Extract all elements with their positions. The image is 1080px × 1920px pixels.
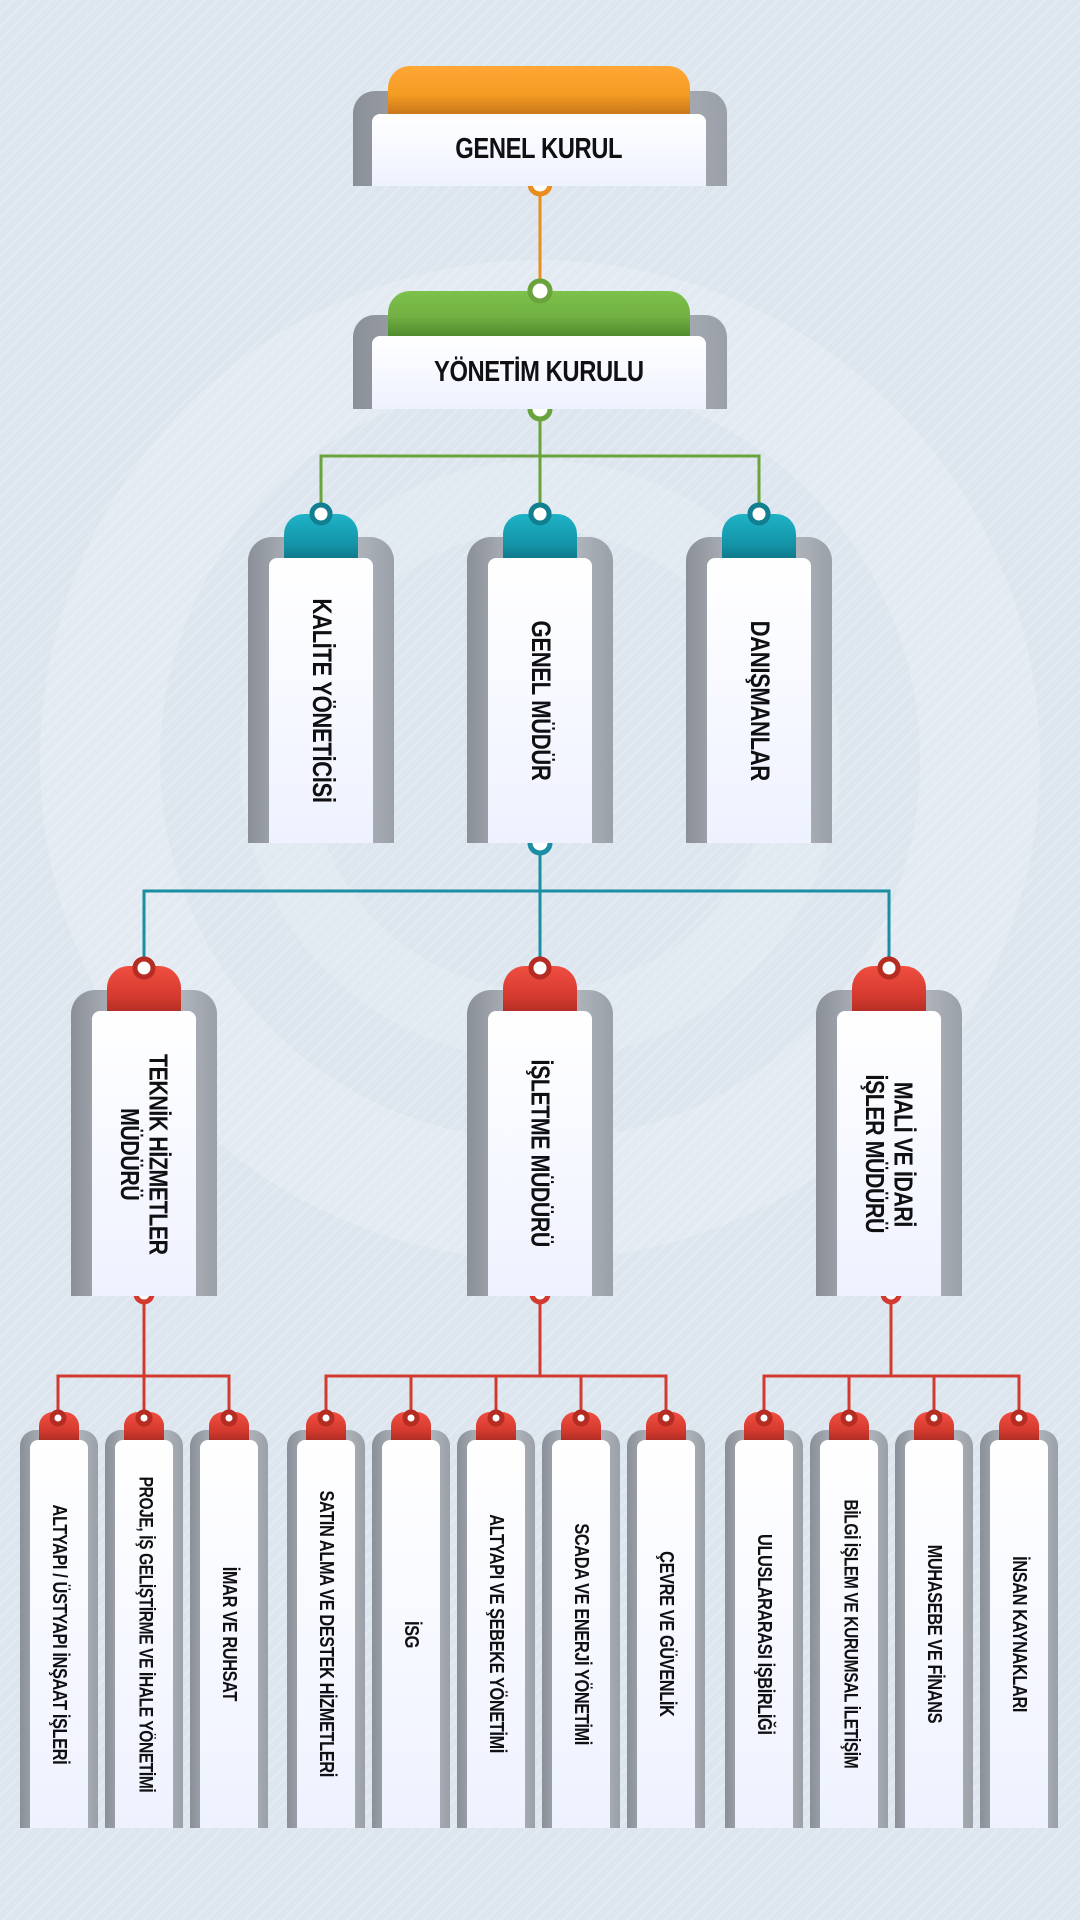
node-proje-is-gelistirme: PROJE, İŞ GELİŞTİRME VE İHALE YÖNETİMİ xyxy=(105,1412,183,1828)
node-face: GENEL MÜDÜR xyxy=(488,558,592,843)
node-cap-red xyxy=(744,1412,784,1442)
node-cap-red xyxy=(829,1412,869,1442)
node-cap-red xyxy=(209,1412,249,1442)
node-mali-idari-isler-muduru: MALİ VE İDARİ İŞLER MÜDÜRÜ xyxy=(816,966,962,1296)
node-cap-orange xyxy=(388,66,690,114)
node-cap-red xyxy=(107,966,181,1016)
node-scada-enerji: SCADA VE ENERJİ YÖNETİMİ xyxy=(542,1412,620,1828)
node-cap-red xyxy=(391,1412,431,1442)
node-face: İMAR VE RUHSAT xyxy=(200,1440,258,1828)
node-label: ALTYAPI VE ŞEBEKE YÖNETİMİ xyxy=(485,1514,507,1754)
node-label: KALİTE YÖNETİCİSİ xyxy=(306,598,337,803)
node-label: BİLGİ İŞLEM VE KURUMSAL İLETİŞİM xyxy=(839,1499,861,1769)
node-cap-red xyxy=(306,1412,346,1442)
node-label: SCADA VE ENERJİ YÖNETİMİ xyxy=(570,1523,592,1745)
node-face: GENEL KURUL xyxy=(372,114,706,186)
node-face: ALTYAPI VE ŞEBEKE YÖNETİMİ xyxy=(467,1440,525,1828)
node-isletme-muduru: İŞLETME MÜDÜRÜ xyxy=(467,966,613,1296)
node-face: DANIŞMANLAR xyxy=(707,558,811,843)
node-face: İŞLETME MÜDÜRÜ xyxy=(488,1011,592,1296)
node-label: İMAR VE RUHSAT xyxy=(218,1566,240,1702)
node-cap-green xyxy=(388,291,690,337)
node-label: ALTYAPI / ÜSTYAPI İNŞAAT İŞLERİ xyxy=(48,1504,70,1764)
node-face: YÖNETİM KURULU xyxy=(372,336,706,409)
node-cap-teal xyxy=(722,514,796,564)
node-cap-red xyxy=(852,966,926,1016)
node-label: İNSAN KAYNAKLARI xyxy=(1008,1556,1030,1712)
node-label: MALİ VE İDARİ İŞLER MÜDÜRÜ xyxy=(860,1074,919,1233)
node-face: MALİ VE İDARİ İŞLER MÜDÜRÜ xyxy=(837,1011,941,1296)
node-cap-red xyxy=(914,1412,954,1442)
node-cap-red xyxy=(999,1412,1039,1442)
node-face: ULUSLARARASI İŞBİRLİĞİ xyxy=(735,1440,793,1828)
node-cap-red xyxy=(646,1412,686,1442)
node-face: PROJE, İŞ GELİŞTİRME VE İHALE YÖNETİMİ xyxy=(115,1440,173,1828)
node-face: MUHASEBE VE FİNANS xyxy=(905,1440,963,1828)
node-label: TEKNİK HİZMETLER MÜDÜRÜ xyxy=(115,1053,174,1254)
node-face: İSG xyxy=(382,1440,440,1828)
node-face: KALİTE YÖNETİCİSİ xyxy=(269,558,373,843)
node-face: ÇEVRE VE GÜVENLİK xyxy=(637,1440,695,1828)
node-face: BİLGİ İŞLEM VE KURUMSAL İLETİŞİM xyxy=(820,1440,878,1828)
node-cap-red xyxy=(503,966,577,1016)
node-face: İNSAN KAYNAKLARI xyxy=(990,1440,1048,1828)
node-altyapi-ustyapi-insaat: ALTYAPI / ÜSTYAPI İNŞAAT İŞLERİ xyxy=(20,1412,98,1828)
node-label: GENEL KURUL xyxy=(455,133,623,166)
node-face: TEKNİK HİZMETLER MÜDÜRÜ xyxy=(92,1011,196,1296)
node-label: MUHASEBE VE FİNANS xyxy=(923,1544,945,1724)
node-genel-mudur: GENEL MÜDÜR xyxy=(467,514,613,843)
node-label: ÇEVRE VE GÜVENLİK xyxy=(655,1551,677,1717)
node-cap-red xyxy=(476,1412,516,1442)
node-cap-teal xyxy=(284,514,358,564)
node-muhasebe-finans: MUHASEBE VE FİNANS xyxy=(895,1412,973,1828)
node-satin-alma: SATIN ALMA VE DESTEK HİZMETLERİ xyxy=(287,1412,365,1828)
node-genel-kurul: GENEL KURUL xyxy=(353,66,727,186)
node-face: ALTYAPI / ÜSTYAPI İNŞAAT İŞLERİ xyxy=(30,1440,88,1828)
node-label: İŞLETME MÜDÜRÜ xyxy=(525,1059,556,1248)
node-label: YÖNETİM KURULU xyxy=(434,355,644,388)
node-imar-ruhsat: İMAR VE RUHSAT xyxy=(190,1412,268,1828)
node-face: SATIN ALMA VE DESTEK HİZMETLERİ xyxy=(297,1440,355,1828)
node-kalite-yoneticisi: KALİTE YÖNETİCİSİ xyxy=(248,514,394,843)
node-label: ULUSLARARASI İŞBİRLİĞİ xyxy=(753,1533,775,1735)
node-yonetim-kurulu: YÖNETİM KURULU xyxy=(353,291,727,409)
node-label: İSG xyxy=(400,1620,422,1648)
node-teknik-hizmetler-muduru: TEKNİK HİZMETLER MÜDÜRÜ xyxy=(71,966,217,1296)
node-cap-red xyxy=(39,1412,79,1442)
node-bilgi-islem: BİLGİ İŞLEM VE KURUMSAL İLETİŞİM xyxy=(810,1412,888,1828)
node-label: SATIN ALMA VE DESTEK HİZMETLERİ xyxy=(315,1490,337,1778)
node-uluslararasi-isbirligi: ULUSLARARASI İŞBİRLİĞİ xyxy=(725,1412,803,1828)
node-isg: İSG xyxy=(372,1412,450,1828)
node-label: DANIŞMANLAR xyxy=(744,620,775,781)
node-face: SCADA VE ENERJİ YÖNETİMİ xyxy=(552,1440,610,1828)
node-label: GENEL MÜDÜR xyxy=(525,620,556,781)
node-cap-red xyxy=(124,1412,164,1442)
node-cap-teal xyxy=(503,514,577,564)
node-altyapi-sebeke: ALTYAPI VE ŞEBEKE YÖNETİMİ xyxy=(457,1412,535,1828)
node-danismanlar: DANIŞMANLAR xyxy=(686,514,832,843)
node-cevre-guvenlik: ÇEVRE VE GÜVENLİK xyxy=(627,1412,705,1828)
node-insan-kaynaklari: İNSAN KAYNAKLARI xyxy=(980,1412,1058,1828)
node-cap-red xyxy=(561,1412,601,1442)
node-label: PROJE, İŞ GELİŞTİRME VE İHALE YÖNETİMİ xyxy=(134,1476,156,1792)
